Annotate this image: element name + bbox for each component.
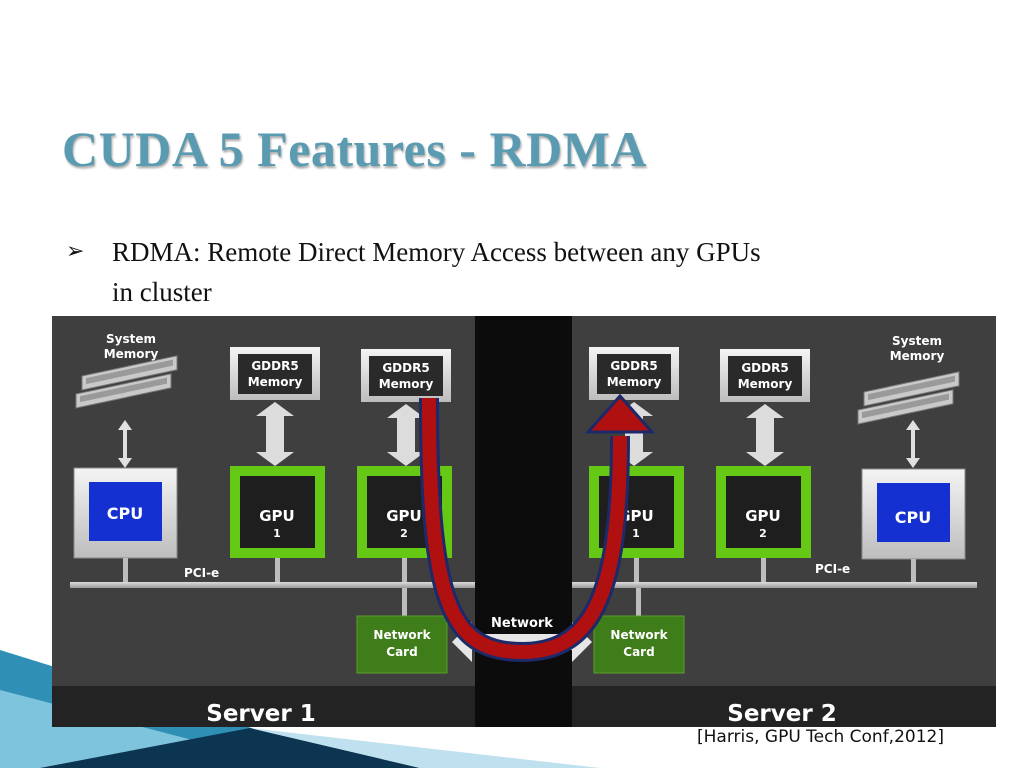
bullet-point: ➢ RDMA: Remote Direct Memory Access betw… <box>66 232 946 312</box>
server2-pcie-label: PCI-e <box>815 562 850 576</box>
citation: [Harris, GPU Tech Conf,2012] <box>697 727 944 747</box>
server1-pcie-label: PCI-e <box>184 566 219 580</box>
server2-cpu-label: CPU <box>895 508 931 527</box>
server2-ram-sticks-icon <box>857 371 960 425</box>
server1-ram-sticks-icon <box>75 355 178 409</box>
server1-name: Server 1 <box>206 701 315 727</box>
bullet-text: RDMA: Remote Direct Memory Access betwee… <box>112 232 946 312</box>
bullet-line-2: in cluster <box>112 277 212 307</box>
rdma-transfer-arrow <box>419 393 656 663</box>
bullet-line-1: RDMA: Remote Direct Memory Access betwee… <box>112 237 761 267</box>
server1-memory-gpu-arrows <box>256 402 425 466</box>
server2-name: Server 2 <box>727 701 836 727</box>
server2-cpu: CPU <box>861 468 966 560</box>
server2-pcie-bus: PCI-e <box>572 558 977 616</box>
server2-sysmem-cpu-arrow <box>906 420 920 468</box>
slide-title: CUDA 5 Features - RDMA <box>62 121 647 177</box>
network-label: Network <box>491 616 553 631</box>
server1-cpu: CPU <box>73 467 178 559</box>
server1-cpu-label: CPU <box>107 504 143 523</box>
arrow-bullet-icon: ➢ <box>66 239 85 264</box>
server1-pcie-bus: PCI-e <box>70 558 475 616</box>
server1-sysmem-cpu-arrow <box>118 420 132 468</box>
